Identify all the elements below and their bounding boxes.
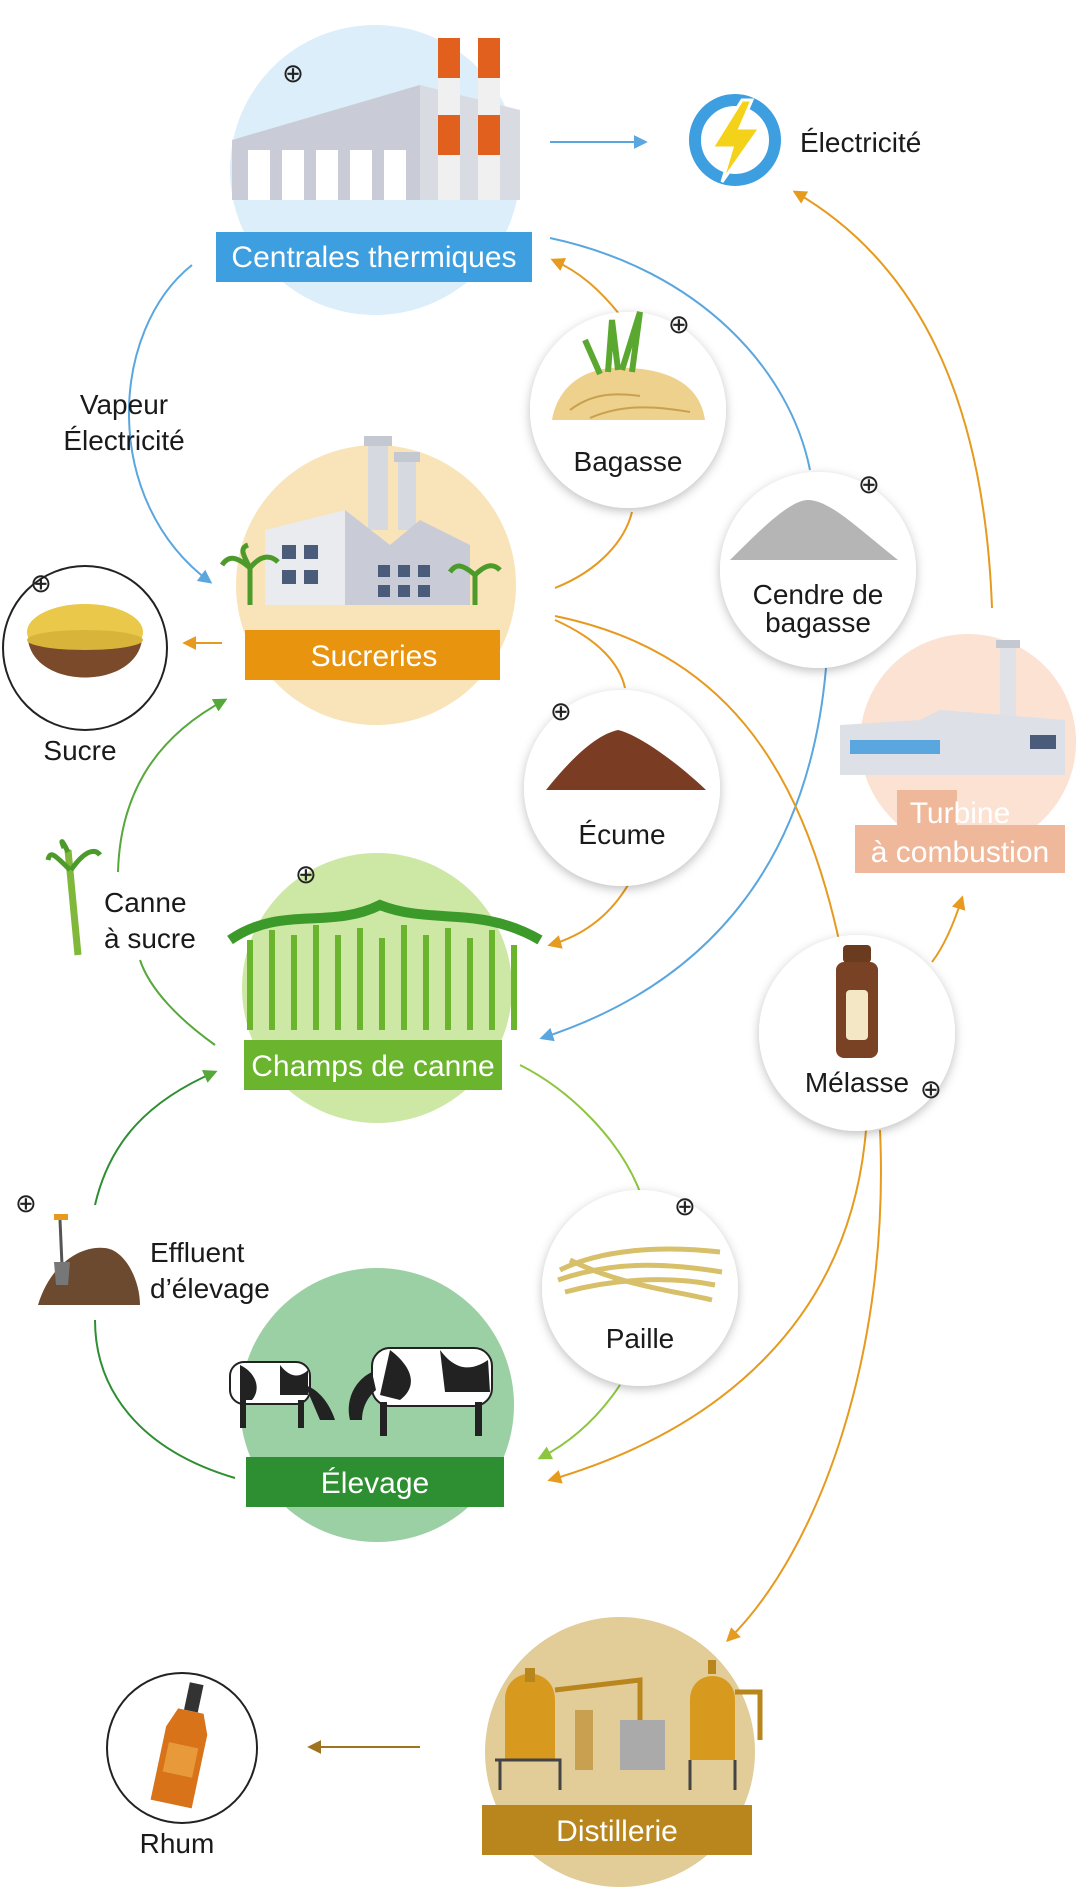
node-molasses[interactable]: ⊕ Mélasse bbox=[759, 935, 955, 1131]
scum-pile-icon bbox=[546, 730, 706, 790]
arrow-turbine-to-electricity bbox=[792, 190, 993, 609]
node-turbine[interactable]: Turbine à combustion bbox=[840, 634, 1076, 873]
effluent-expand-marker[interactable]: ⊕ bbox=[15, 1188, 37, 1218]
node-electricity[interactable]: Électricité bbox=[689, 94, 921, 186]
power-plant-icon bbox=[232, 38, 520, 200]
node-bagasse[interactable]: ⊕ Bagasse bbox=[530, 309, 726, 508]
arrow-sugar-mills-to-bagasse bbox=[554, 511, 633, 589]
straw-expand-marker[interactable]: ⊕ bbox=[674, 1191, 696, 1221]
rum-label: Rhum bbox=[140, 1828, 215, 1859]
ash-label-line2: bagasse bbox=[765, 607, 871, 638]
straw-label: Paille bbox=[606, 1323, 674, 1354]
turbine-plant-icon bbox=[840, 640, 1065, 775]
cows-icon bbox=[229, 1347, 493, 1436]
bagasse-pile-icon bbox=[552, 311, 705, 420]
effluent-label-line2: d’élevage bbox=[150, 1273, 270, 1304]
distillery-banner bbox=[482, 1805, 752, 1855]
ash-label-line1: Cendre de bbox=[753, 579, 884, 610]
sugar-expand-marker[interactable]: ⊕ bbox=[30, 568, 52, 598]
livestock-label: Élevage bbox=[321, 1467, 429, 1500]
molasses-bottle-icon bbox=[836, 945, 878, 1058]
cane-label-line1: Canne bbox=[104, 887, 187, 918]
arrow-straw-to-livestock bbox=[537, 1384, 621, 1460]
turbine-label-line1: Turbine bbox=[910, 797, 1011, 830]
turbine-banner bbox=[855, 825, 1065, 873]
livestock-banner bbox=[246, 1457, 504, 1507]
arrow-scum-to-cane-fields bbox=[547, 884, 629, 949]
node-thermal-plants[interactable]: Centrales thermiques ⊕ bbox=[216, 25, 532, 315]
arrow-thermal-to-sugar-mills bbox=[128, 264, 213, 584]
arrow-sugar-mills-to-scum bbox=[554, 619, 626, 689]
node-sugar-mills[interactable]: Sucreries bbox=[219, 436, 516, 725]
node-straw[interactable]: ⊕ Paille bbox=[542, 1190, 738, 1386]
straw-icon bbox=[557, 1246, 723, 1303]
ash-circle bbox=[720, 472, 916, 668]
factory-icon bbox=[219, 436, 502, 605]
arrow-cane-to-sugar-mills bbox=[117, 698, 228, 873]
node-distillery[interactable]: Distillerie bbox=[482, 1617, 763, 1887]
node-bagasse-ash[interactable]: ⊕ Cendre de bagasse bbox=[720, 469, 916, 668]
arrow-cane-fields-to-cane bbox=[139, 959, 216, 1046]
bagasse-expand-marker[interactable]: ⊕ bbox=[668, 309, 690, 339]
manure-icon bbox=[38, 1214, 140, 1305]
arrow-molasses-to-livestock bbox=[547, 1129, 867, 1484]
cane-fields-label: Champs de canne bbox=[251, 1050, 495, 1083]
sugar-cane-field-icon bbox=[227, 899, 543, 1030]
cane-fields-expand-marker[interactable]: ⊕ bbox=[295, 859, 317, 889]
arrow-livestock-to-effluent bbox=[94, 1319, 236, 1479]
ash-pile-icon bbox=[730, 500, 898, 560]
node-scum[interactable]: ⊕ Écume bbox=[524, 690, 720, 886]
arrow-bagasse-to-thermal bbox=[550, 258, 621, 316]
arrow-thermal-to-ash bbox=[549, 237, 811, 471]
cane-fields-banner bbox=[244, 1040, 502, 1090]
steam-label-line2: Électricité bbox=[63, 425, 184, 456]
node-livestock[interactable]: Élevage bbox=[229, 1268, 514, 1542]
molasses-label: Mélasse bbox=[805, 1067, 909, 1098]
distillery-label: Distillerie bbox=[556, 1815, 678, 1848]
edge-label-cane: Canne à sucre bbox=[45, 839, 196, 956]
edges bbox=[94, 135, 993, 1754]
node-cane-fields[interactable]: Champs de canne ⊕ bbox=[227, 853, 543, 1123]
thermal-expand-marker[interactable]: ⊕ bbox=[282, 58, 304, 88]
ash-expand-marker[interactable]: ⊕ bbox=[858, 469, 880, 499]
arrow-ash-to-cane-fields bbox=[539, 667, 827, 1042]
cane-label-line2: à sucre bbox=[104, 923, 196, 954]
turbine-label-line2: à combustion bbox=[871, 836, 1049, 869]
effluent-label-line1: Effluent bbox=[150, 1237, 245, 1268]
lightning-icon bbox=[689, 94, 781, 186]
molasses-expand-marker[interactable]: ⊕ bbox=[920, 1074, 942, 1104]
arrow-sugar-mills-to-molasses bbox=[554, 615, 841, 946]
steam-label-line1: Vapeur bbox=[80, 389, 168, 420]
rum-bottle-icon bbox=[150, 1682, 208, 1809]
sugar-mills-label: Sucreries bbox=[311, 640, 438, 673]
thermal-label: Centrales thermiques bbox=[231, 241, 516, 274]
arrow-molasses-to-turbine bbox=[931, 895, 966, 963]
scum-expand-marker[interactable]: ⊕ bbox=[550, 696, 572, 726]
scum-label: Écume bbox=[578, 819, 665, 850]
sugar-cane-icon bbox=[45, 839, 103, 956]
straw-circle bbox=[542, 1190, 738, 1386]
thermal-banner bbox=[216, 232, 532, 282]
arrow-molasses-to-distillery bbox=[725, 1129, 882, 1642]
bagasse-label: Bagasse bbox=[574, 446, 683, 477]
still-icon bbox=[495, 1660, 763, 1790]
sugar-bowl-icon bbox=[27, 604, 143, 678]
node-rum[interactable]: Rhum bbox=[106, 1672, 258, 1859]
edge-label-steam: Vapeur Électricité bbox=[63, 389, 184, 456]
node-effluent[interactable]: ⊕ Effluent d’élevage bbox=[15, 1188, 270, 1305]
sugar-mills-banner bbox=[245, 630, 500, 680]
turbine-banner-top bbox=[897, 790, 957, 830]
electricity-label: Électricité bbox=[800, 127, 921, 158]
sugar-label: Sucre bbox=[43, 735, 116, 766]
arrow-effluent-to-cane-fields bbox=[94, 1070, 218, 1206]
node-sugar[interactable]: ⊕ Sucre bbox=[2, 565, 168, 766]
arrow-cane-fields-to-straw bbox=[519, 1064, 641, 1193]
